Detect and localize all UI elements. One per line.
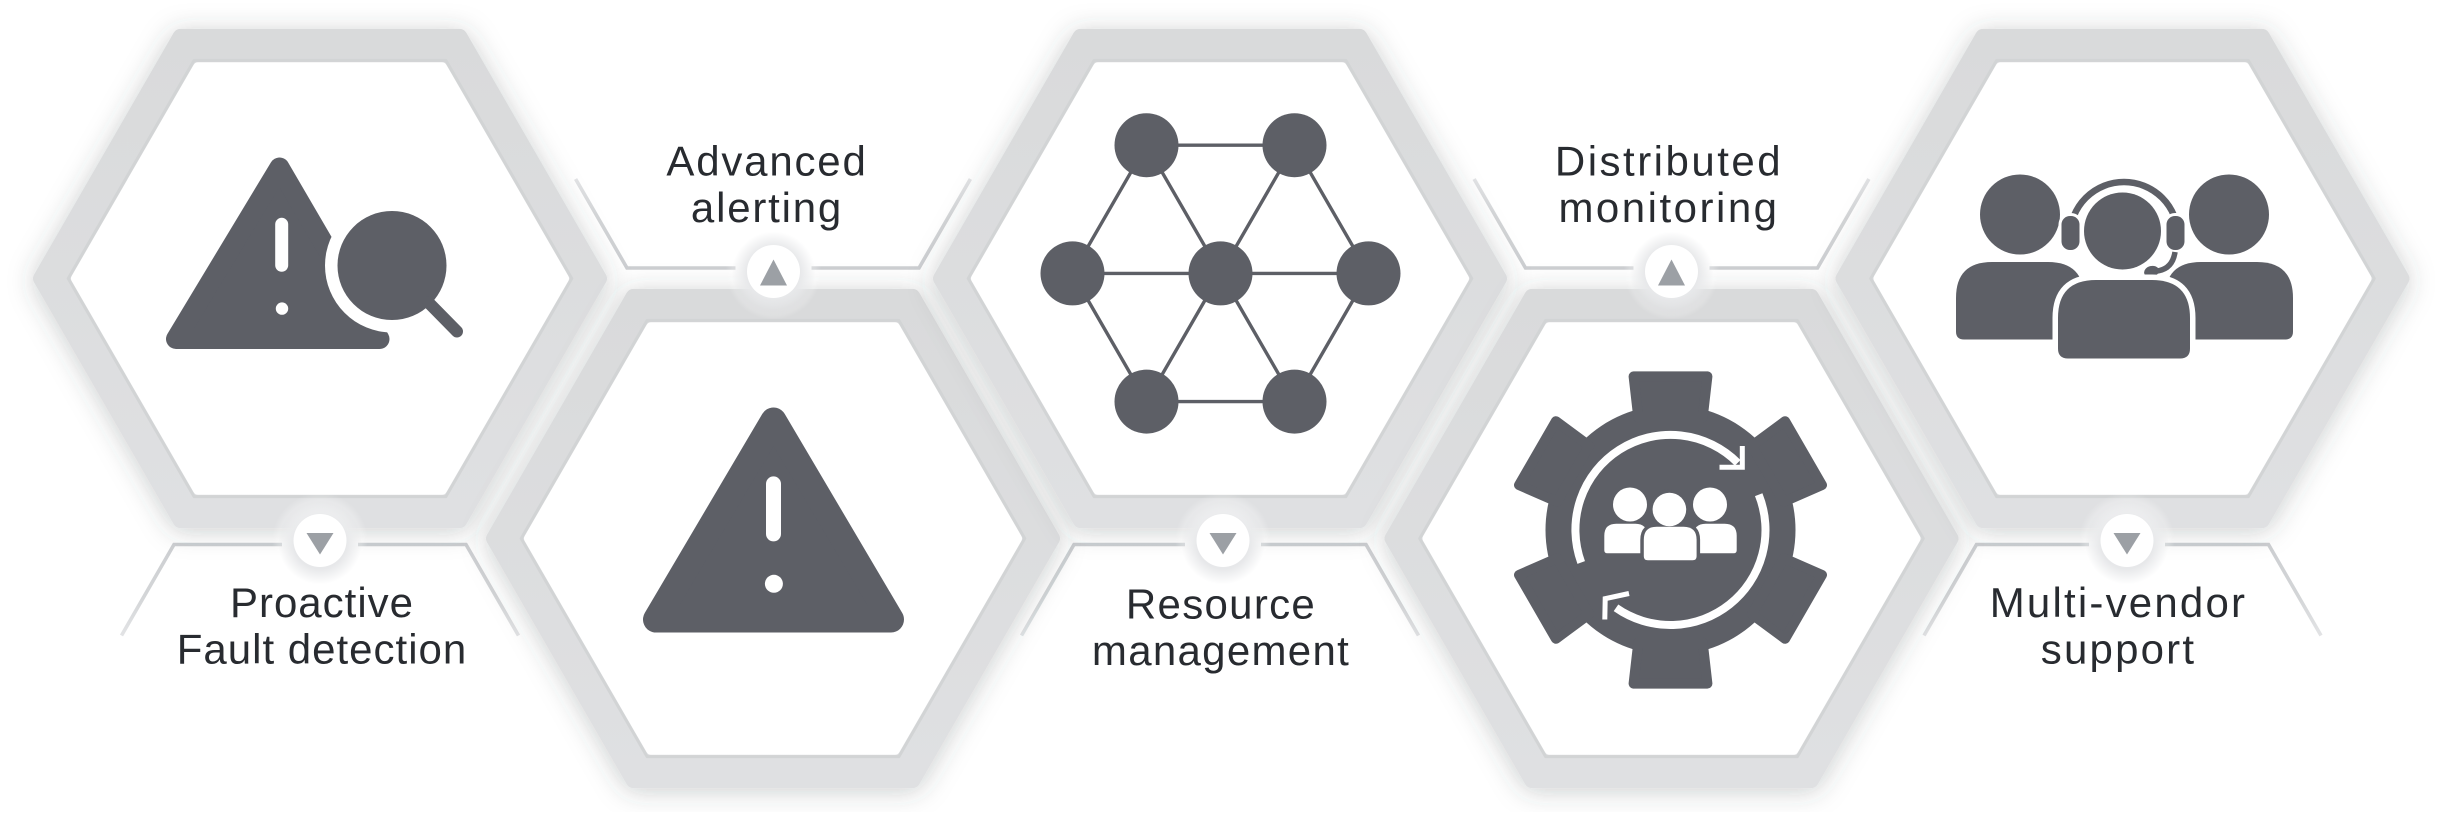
svg-text:alerting: alerting [691,184,843,231]
svg-text:Distributed: Distributed [1555,138,1783,185]
svg-text:support: support [2041,625,2197,672]
svg-text:Resource: Resource [1126,581,1316,628]
svg-text:Fault detection: Fault detection [177,625,468,672]
svg-text:Advanced: Advanced [666,138,867,185]
svg-text:Multi-vendor: Multi-vendor [1990,579,2247,626]
svg-text:management: management [1092,627,1350,674]
svg-text:Proactive: Proactive [230,579,414,626]
svg-text:monitoring: monitoring [1558,184,1779,231]
